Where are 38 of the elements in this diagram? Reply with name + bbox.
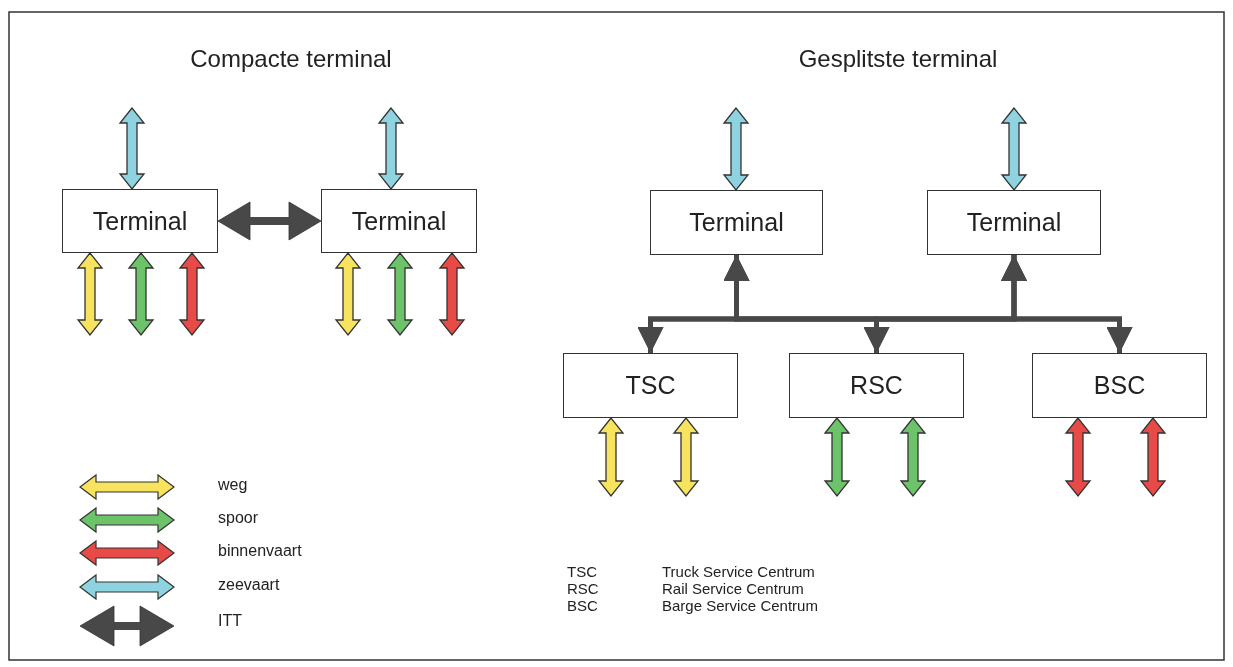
double-arrow — [127, 251, 155, 337]
double-arrow — [386, 251, 414, 337]
process-box: Terminal — [927, 190, 1101, 255]
double-arrow — [823, 416, 851, 498]
double-arrow — [672, 416, 700, 498]
process-box: BSC — [1032, 353, 1207, 418]
abbreviation-definition: Barge Service Centrum — [662, 597, 818, 614]
process-box: Terminal — [62, 189, 218, 253]
double-arrow — [217, 201, 322, 241]
abbreviation: BSC — [567, 597, 598, 614]
legend-label: spoor — [218, 509, 259, 527]
abbreviation: RSC — [567, 580, 599, 597]
abbreviation-definition: Truck Service Centrum — [662, 563, 815, 580]
double-arrow — [76, 251, 104, 337]
double-arrow — [1064, 416, 1092, 498]
connector-arrow — [1001, 255, 1133, 353]
double-arrow — [1139, 416, 1167, 498]
abbreviation: TSC — [567, 563, 597, 580]
abbreviation-definition: Rail Service Centrum — [662, 580, 804, 597]
process-box: RSC — [789, 353, 964, 418]
section-heading: Gesplitste terminal — [798, 45, 998, 73]
legend-label: zeevaart — [218, 576, 280, 594]
double-arrow — [178, 251, 206, 337]
double-arrow — [899, 416, 927, 498]
legend-label: binnenvaart — [218, 542, 302, 560]
process-box: Terminal — [650, 190, 823, 255]
process-box: Terminal — [321, 189, 477, 253]
double-arrow — [377, 106, 405, 191]
section-heading: Compacte terminal — [190, 45, 392, 73]
double-arrow — [597, 416, 625, 498]
double-arrow — [334, 251, 362, 337]
legend-label: ITT — [218, 612, 242, 630]
double-arrow — [722, 106, 750, 192]
double-arrow — [438, 251, 466, 337]
double-arrow — [1000, 106, 1028, 192]
legend-label: weg — [218, 476, 248, 494]
double-arrow — [118, 106, 146, 191]
process-box: TSC — [563, 353, 738, 418]
